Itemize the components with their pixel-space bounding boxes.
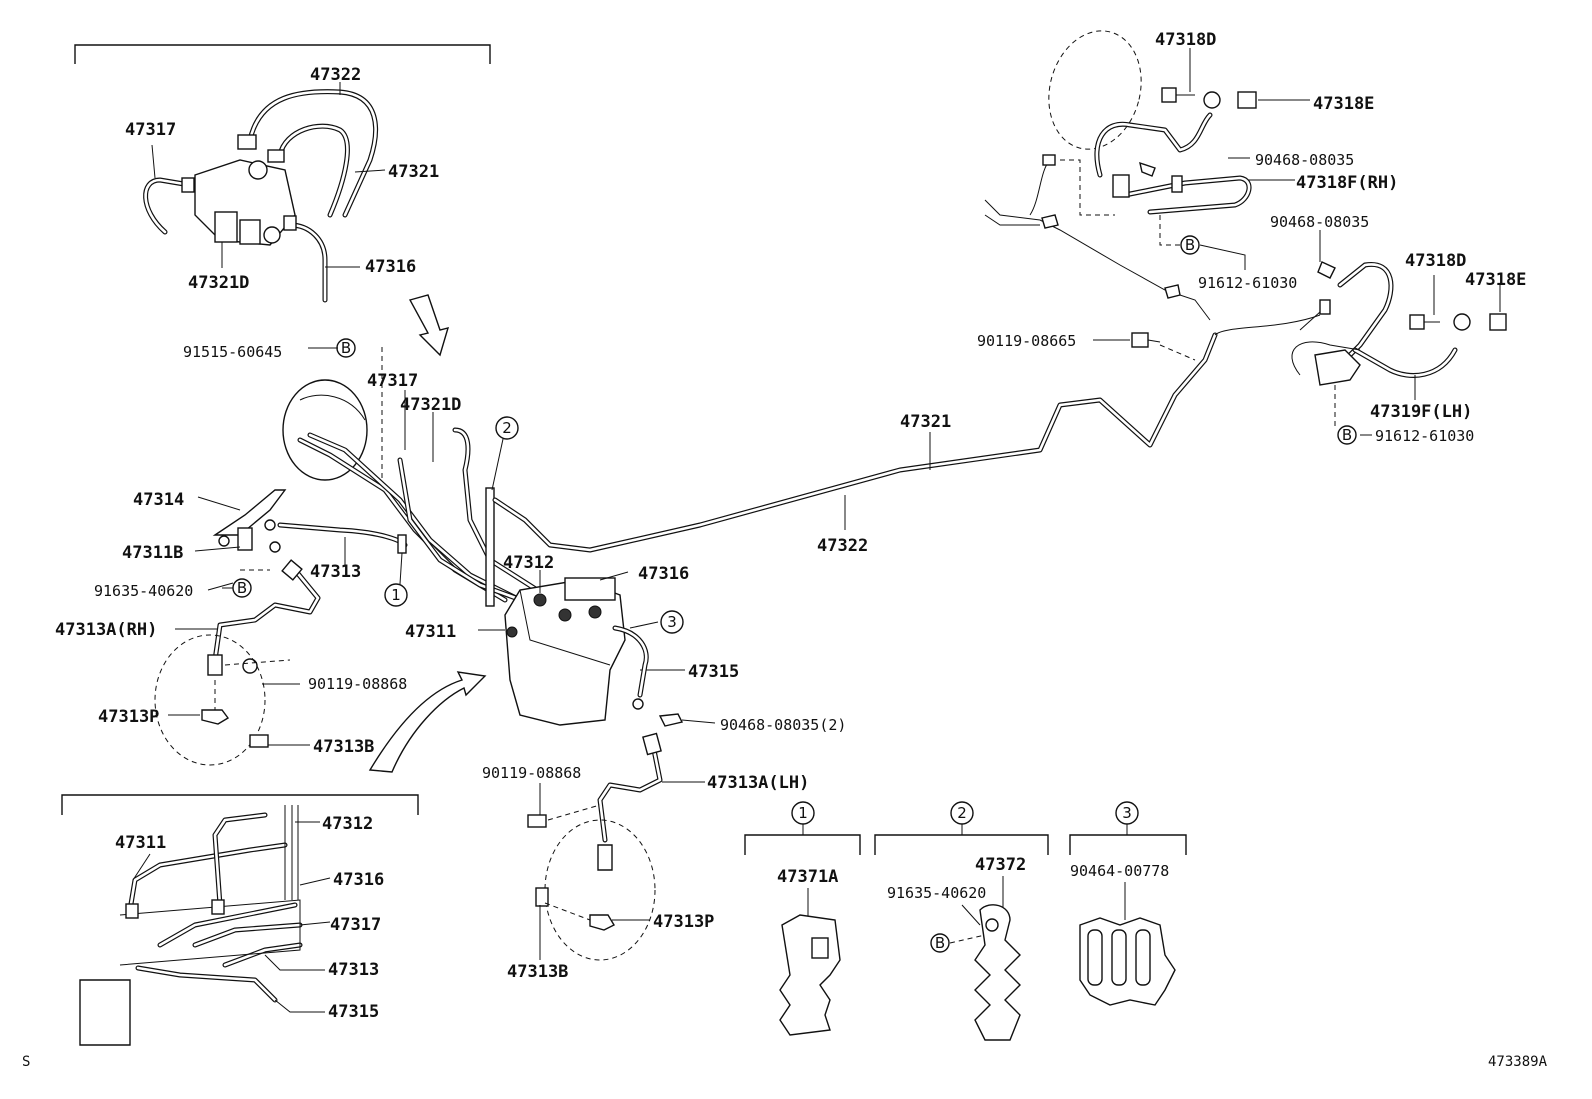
top-inset: 47322 47317 47321 47321D 47316 (74, 44, 491, 357)
label-47321-main: 47321 (900, 412, 951, 432)
label-47313B-center: 47313B (507, 962, 568, 982)
label-90468-08035-b: 90468-08035 (1270, 213, 1369, 231)
label-47319F-LH: 47319F(LH) (1370, 402, 1472, 422)
callout-3-text: 3 (667, 613, 677, 631)
callout-b-91635-group: B (930, 933, 950, 953)
label-90464-00778: 90464-00778 (1070, 862, 1169, 880)
callout-2-text: 2 (502, 419, 512, 437)
label-47311-inset: 47311 (115, 833, 166, 853)
label-91635-40620-left: 91635-40620 (94, 582, 193, 600)
callout-1-text: 1 (798, 804, 808, 822)
label-47316-inset: 47316 (333, 870, 384, 890)
label-47316-center: 47316 (638, 564, 689, 584)
label-90468-08035-a: 90468-08035 (1255, 151, 1354, 169)
label-91612-61030-a: 91612-61030 (1198, 274, 1297, 292)
callout-b-text: B (935, 934, 945, 952)
label-47318D-right: 47318D (1405, 251, 1466, 271)
arrow-down-icon (408, 294, 450, 357)
label-47317-top: 47317 (125, 120, 176, 140)
illustration-number: 473389A (1488, 1054, 1548, 1070)
label-47318D-top: 47318D (1155, 30, 1216, 50)
label-47315-center: 47315 (688, 662, 739, 682)
label-47311-center: 47311 (405, 622, 456, 642)
lh-hose-area: 90119-08868 47313A(LH) 47313P 47313B (482, 732, 809, 982)
label-47313P-left: 47313P (98, 707, 159, 727)
label-47317-inset: 47317 (330, 915, 381, 935)
callout-1-text: 1 (391, 586, 401, 604)
bottom-inset: 47311 47312 47316 47317 47313 47315 (61, 671, 487, 1046)
label-47315-inset: 47315 (328, 1002, 379, 1022)
label-90119-08868-center: 90119-08868 (482, 764, 581, 782)
label-47313P-center: 47313P (653, 912, 714, 932)
label-47313A-LH: 47313A(LH) (707, 773, 809, 793)
label-47321-top: 47321 (388, 162, 439, 182)
callout-2-clamp: 2 (491, 416, 519, 491)
callout-3-text: 3 (1122, 804, 1132, 822)
label-47372: 47372 (975, 855, 1026, 875)
label-90119-08665: 90119-08665 (977, 332, 1076, 350)
label-90119-08868-left: 90119-08868 (308, 675, 407, 693)
callout-b-text: B (1185, 236, 1195, 254)
label-47313: 47313 (310, 562, 361, 582)
arrow-curved-icon (368, 671, 487, 773)
label-47314: 47314 (133, 490, 184, 510)
clamp-group-1: 1 47371A (744, 801, 861, 1036)
label-90468-08035-2: 90468-08035(2) (720, 716, 846, 734)
label-47318F-RH: 47318F(RH) (1296, 173, 1398, 193)
callout-3-clamp: 3 (660, 610, 684, 634)
callout-b-91515: B (336, 338, 356, 358)
label-47318E-right: 47318E (1465, 270, 1526, 290)
label-91515-60645: 91515-60645 (183, 343, 282, 361)
label-47312-center: 47312 (503, 553, 554, 573)
label-47313-inset: 47313 (328, 960, 379, 980)
master-cylinder-area: 91515-60645 47317 47321D 47314 47311B 47… (55, 314, 1321, 766)
label-47313A-RH: 47313A(RH) (55, 620, 157, 640)
rear-brake-area: B B 47318D 47318E 90468-08035 47318F(RH)… (977, 30, 1526, 445)
callout-b-text: B (1342, 426, 1352, 444)
footer-mark: S (22, 1054, 30, 1070)
callout-2-text: 2 (957, 804, 967, 822)
callout-b-91612-a: B (1180, 235, 1200, 255)
label-91635-40620-group: 91635-40620 (887, 884, 986, 902)
clamp-group-2: 2 47372 91635-40620 B (874, 801, 1049, 1041)
label-47313B-left: 47313B (313, 737, 374, 757)
label-47322-main: 47322 (817, 536, 868, 556)
label-47322-top: 47322 (310, 65, 361, 85)
label-47312-inset: 47312 (322, 814, 373, 834)
label-47318E-top: 47318E (1313, 94, 1374, 114)
callout-b-text: B (341, 339, 351, 357)
label-91612-61030-b: 91612-61030 (1375, 427, 1474, 445)
callout-b-91612-b: B (1337, 425, 1357, 445)
label-47371A: 47371A (777, 867, 838, 887)
label-47316-top: 47316 (365, 257, 416, 277)
callout-b-text: B (237, 579, 247, 597)
label-47317-mid: 47317 (367, 371, 418, 391)
clamp-group-3: 3 90464-00778 (1069, 801, 1187, 1006)
label-47321D-top: 47321D (188, 273, 249, 293)
label-47311B: 47311B (122, 543, 183, 563)
callout-1-clamp: 1 (384, 552, 408, 607)
callout-b-91635-left: B (232, 578, 252, 598)
label-47321D-mid: 47321D (400, 395, 461, 415)
